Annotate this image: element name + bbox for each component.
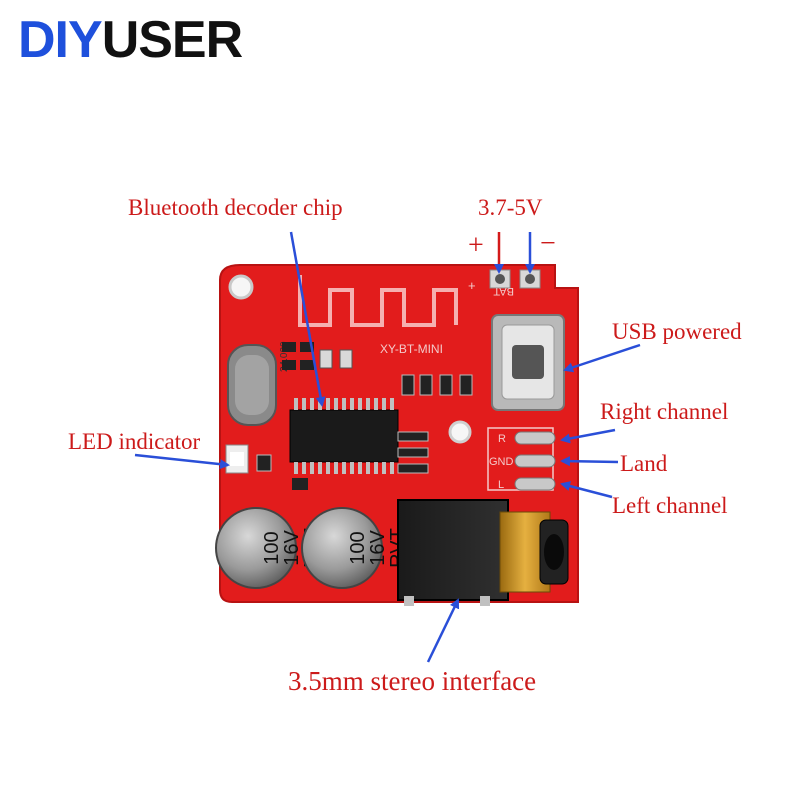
label-land: Land [620,451,668,476]
audio-jack [397,499,569,606]
pad-r-label: R [498,433,506,445]
arrow-right [560,428,616,444]
label-voltage: 3.7-5V [478,195,543,220]
brand-logo: DIYUSER [18,11,243,69]
callout-arrows [134,231,641,663]
mount-hole-center [448,420,472,444]
board-model: XY-BT-MINI [380,342,443,356]
arrow-left [560,481,613,499]
decoder-chip [289,409,399,463]
cap2-value: 100 [347,531,369,564]
label-minus: − [540,228,556,259]
cap2-voltage: 16V [367,530,389,566]
mount-hole [228,274,254,300]
bat-plus-pad [495,274,505,284]
pcb-board: XY-BT-MINI BAT + 24.000 [215,264,579,606]
arrow-usb [563,343,641,373]
pad-gnd-label: GND [489,456,514,468]
board-bat: BAT [493,285,514,297]
brand-part1: DIY [18,11,103,69]
arrow-chip [289,231,326,407]
antenna-trace [298,275,458,327]
label-left-channel: Left channel [612,493,728,518]
label-plus: + [468,230,484,261]
arrow-land [560,456,619,467]
label-right-channel: Right channel [600,399,729,424]
arrow-led [134,453,230,470]
label-chip: Bluetooth decoder chip [128,195,343,220]
label-jack: 3.5mm stereo interface [288,666,537,696]
cap1-voltage: 16V [281,530,303,566]
label-led: LED indicator [68,429,201,454]
audio-pads: R GND L [487,427,556,491]
crystal-label: 24.000 [279,341,290,372]
brand-part2: USER [101,11,243,69]
cap1-value: 100 [261,531,283,564]
arrow-jack [426,598,460,663]
bat-minus-pad [525,274,535,284]
pad-l-label: L [498,479,504,491]
board-plus: + [468,278,476,293]
label-usb: USB powered [612,319,742,344]
smd-components [225,342,473,490]
